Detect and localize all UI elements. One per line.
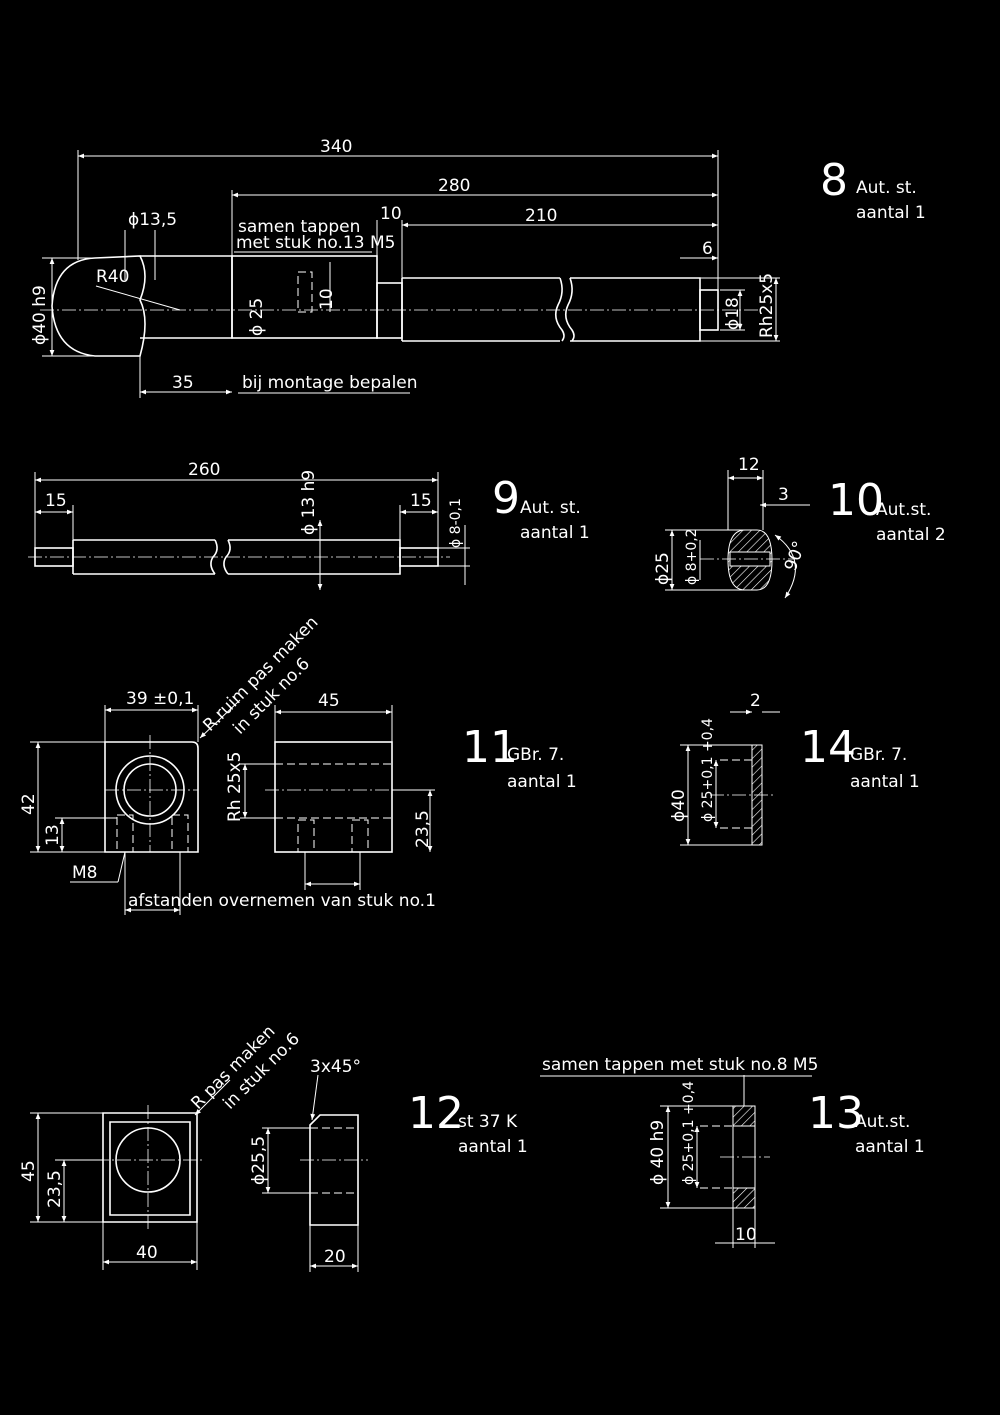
- part-8-shaft-right: [570, 277, 701, 342]
- part-10-dim-phi8: ϕ 8+0,2: [684, 528, 700, 585]
- part-8-dim-35: 35: [172, 373, 194, 393]
- part-9-number: 9: [492, 473, 520, 524]
- part-8-material: Aut. st.: [856, 178, 917, 198]
- part-12-dim-phi255: ϕ25,5: [249, 1136, 269, 1185]
- part-14-drawing: 2 ϕ40 ϕ 25+0,1 +0,4 14 GBr. 7. aantal 1: [669, 691, 920, 846]
- part-10-qty: aantal 2: [876, 525, 946, 545]
- part-10-dim-phi25: ϕ25: [653, 552, 673, 585]
- part-9-dim-15b: 15: [410, 491, 432, 511]
- part-9-dim-phi13h9: ϕ 13 h9: [299, 470, 319, 535]
- part-9-dim-15a: 15: [45, 491, 67, 511]
- part-13-dim-phi40h9: ϕ 40 h9: [648, 1120, 668, 1185]
- part-10-dim-3: 3: [778, 485, 789, 505]
- part-14-dim-phi40: ϕ40: [669, 789, 689, 822]
- part-12-dim-45: 45: [19, 1160, 39, 1182]
- part-12-dim-235: 23,5: [45, 1170, 65, 1208]
- part-8-number: 8: [820, 155, 848, 206]
- part-12-qty: aantal 1: [458, 1137, 528, 1157]
- part-8-shaft-left: [401, 277, 560, 342]
- part-13-drawing: samen tappen met stuk no.8 M5 ϕ 40 h9 ϕ …: [540, 1055, 925, 1248]
- part-12-dim-20: 20: [324, 1247, 346, 1267]
- part-8-note-1: samen tappen: [238, 217, 360, 237]
- part-8-dim-rh: Rh25x5: [757, 273, 777, 338]
- part-11-m8: M8: [72, 863, 97, 883]
- part-8-dim-phi25: ϕ 25: [247, 298, 267, 336]
- part-8-note-3: bij montage bepalen: [242, 373, 418, 393]
- part-13-qty: aantal 1: [855, 1137, 925, 1157]
- part-8-dim-6: 6: [702, 239, 713, 259]
- part-8-dim-210: 210: [525, 206, 557, 226]
- part-8-qty: aantal 1: [856, 203, 926, 223]
- part-8-drawing: 340 280 210 10 6 35 ϕ13,5 R40 ϕ40 h9 ϕ 2…: [30, 137, 926, 398]
- part-12-material: st 37 K: [458, 1112, 518, 1132]
- part-14-qty: aantal 1: [850, 772, 920, 792]
- part-11-dim-42: 42: [19, 793, 39, 815]
- part-13-dim-phi25: ϕ 25+0,1 +0,4: [681, 1081, 697, 1185]
- part-12-dim-40: 40: [136, 1243, 158, 1263]
- part-11-note: afstanden overnemen van stuk no.1: [128, 891, 436, 911]
- part-8-dim-10: 10: [380, 204, 402, 224]
- part-14-material: GBr. 7.: [850, 745, 907, 765]
- part-13-dim-10: 10: [735, 1225, 757, 1245]
- part-14-number: 14: [800, 722, 856, 773]
- part-11-material: GBr. 7.: [507, 745, 564, 765]
- part-13-note: samen tappen met stuk no.8 M5: [542, 1055, 818, 1075]
- part-9-dim-phi8: ϕ 8-0,1: [448, 498, 464, 548]
- part-11-number: 11: [462, 722, 518, 773]
- part-10-number: 10: [828, 475, 884, 526]
- part-11-dim-39: 39 ±0,1: [126, 689, 194, 709]
- part-10-dim-12: 12: [738, 455, 760, 475]
- part-9-material: Aut. st.: [520, 498, 581, 518]
- part-12-drawing: 45 23,5 40 ϕ25,5 20 3x45° R pas maken in…: [19, 1022, 528, 1272]
- part-11-dim-235: 23,5: [413, 810, 433, 848]
- part-14-dim-phi25: ϕ 25+0,1 +0,4: [700, 718, 716, 822]
- part-10-drawing: 12 3 ϕ25 ϕ 8+0,2 90° 10 Aut.st. aantal 2: [653, 455, 946, 599]
- part-8-dim-phi40h9: ϕ40 h9: [30, 285, 50, 345]
- part-12-chamfer: 3x45°: [310, 1057, 361, 1077]
- part-8-step: [376, 282, 403, 339]
- part-13-number: 13: [808, 1088, 864, 1139]
- part-10-material: Aut.st.: [876, 500, 931, 520]
- part-11-dim-13: 13: [43, 824, 63, 846]
- part-9-drawing: 260 15 15 ϕ 13 h9 ϕ 8-0,1 9 Aut. st. aan…: [28, 460, 590, 590]
- part-9-dim-260: 260: [188, 460, 220, 480]
- part-8-dim-340: 340: [320, 137, 352, 157]
- part-8-dim-280: 280: [438, 176, 470, 196]
- part-11-dim-45: 45: [318, 691, 340, 711]
- part-8-dim-v10: 10: [317, 288, 337, 310]
- part-12-number: 12: [408, 1088, 464, 1139]
- part-14-dim-2: 2: [750, 691, 761, 711]
- part-13-material: Aut.st.: [855, 1112, 910, 1132]
- part-11-drawing: 39 ±0,1 45 42 13 M8 Rh 25x5 23,5 R.ruim …: [19, 613, 577, 915]
- part-8-neck: [140, 255, 233, 339]
- part-11-dim-rh: Rh 25x5: [225, 752, 245, 823]
- part-8-dim-phi135: ϕ13,5: [128, 210, 177, 230]
- part-8-note-2: met stuk no.13 M5: [236, 233, 395, 253]
- part-9-qty: aantal 1: [520, 523, 590, 543]
- part-8-dim-phi18: ϕ18: [723, 297, 743, 330]
- part-8-dim-r40: R40: [96, 267, 129, 287]
- part-11-qty: aantal 1: [507, 772, 577, 792]
